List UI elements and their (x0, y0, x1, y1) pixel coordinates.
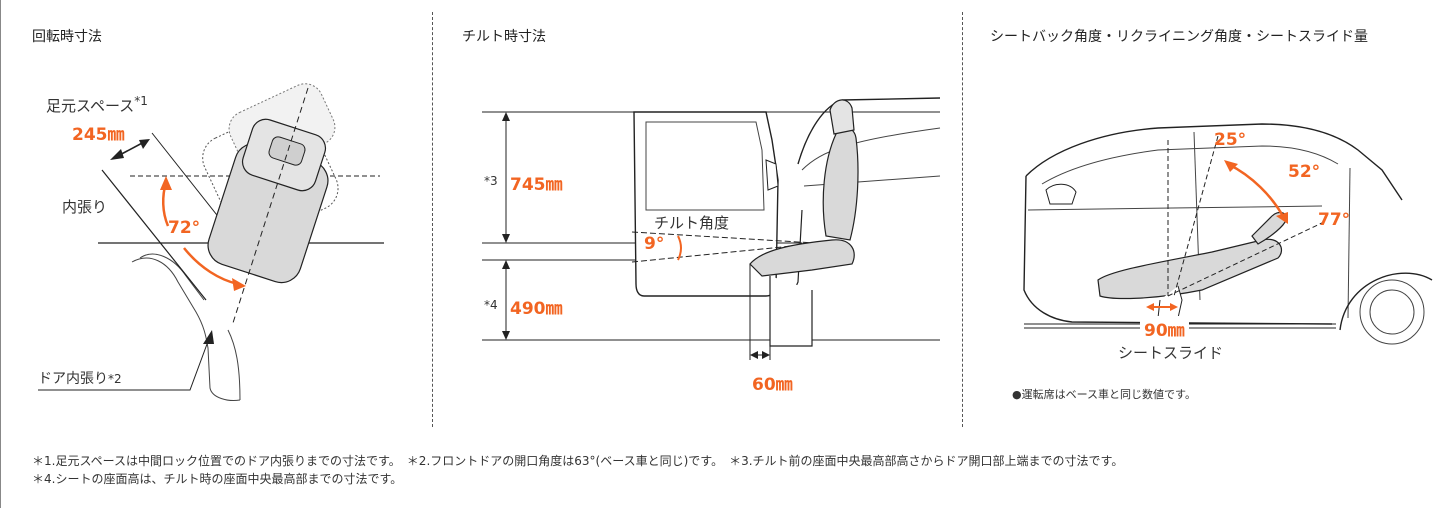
foot-space-value: 245㎜ (72, 125, 125, 145)
footnote-line-2: ＊4.シートの座面高は、チルト時の座面中央最高部までの寸法です。 (32, 472, 403, 486)
seatback-diagram (1023, 123, 1433, 345)
foot-space-label-text: 足元スペース (46, 97, 135, 115)
foot-space-mark: *1 (134, 94, 148, 108)
seat-slide-value: 90㎜ (1140, 316, 1189, 341)
seatback-panel-title: シートバック角度・リクライニング角度・シートスライド量 (990, 29, 1368, 45)
tilt-height-upper: 745㎜ (510, 175, 563, 195)
seatback-angle-52: 52° (1288, 162, 1321, 182)
rotation-angle: 72° (168, 218, 201, 238)
footnote-line-1: ＊1.足元スペースは中間ロック位置でのドア内張りまでの寸法です。 ＊2.フロント… (32, 454, 1124, 468)
tilt-diagram (482, 97, 941, 360)
tilt-mark-4: *4 (484, 298, 498, 312)
inner-trim-label: 内張り (62, 198, 108, 216)
seatback-note: ●運転席はベース車と同じ数値です。 (1012, 388, 1196, 401)
tilt-width-value: 60㎜ (752, 375, 793, 395)
door-trim-label-text: ドア内張り (38, 371, 108, 387)
door-trim-label: ドア内張り*2 (38, 368, 122, 388)
rotation-panel-title: 回転時寸法 (32, 29, 102, 45)
seat-slide-label: シートスライド (1118, 344, 1224, 362)
panel-divider-2 (962, 12, 963, 427)
tilt-angle-value: 9° (644, 234, 665, 254)
tilt-height-lower: 490㎜ (510, 299, 563, 319)
tilt-panel-title: チルト時寸法 (462, 29, 546, 45)
rotation-diagram (38, 83, 384, 401)
seatback-angle-77: 77° (1318, 210, 1351, 230)
page-frame-line (0, 0, 1, 508)
tilt-mark-3: *3 (484, 174, 498, 188)
panel-divider-1 (432, 12, 433, 427)
door-trim-mark: *2 (108, 372, 122, 386)
foot-space-label: 足元スペース*1 (46, 94, 148, 116)
seatback-angle-25: 25° (1214, 130, 1247, 150)
tilt-angle-label: チルト角度 (654, 214, 730, 232)
